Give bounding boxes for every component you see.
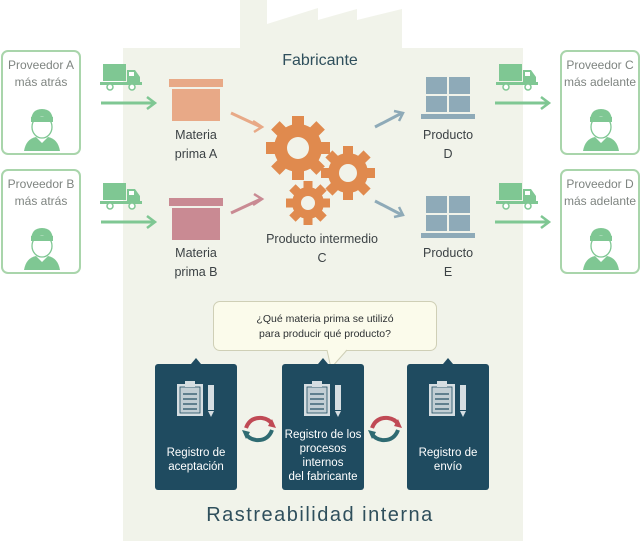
truck-arrow-b — [100, 183, 158, 229]
supplier-c-position: más adelante — [563, 75, 637, 89]
clipboard-pencil-icon — [177, 381, 214, 417]
truck-icon — [496, 183, 538, 210]
sync-cycle-icon — [242, 415, 276, 443]
arrow-icon — [374, 109, 405, 129]
supplier-b-position: más atrás — [14, 194, 68, 208]
supplier-d-name: Proveedor D — [566, 177, 634, 191]
supplier-a-name: Proveedor A — [7, 58, 75, 72]
question-bubble: ¿Qué materia prima se utilizó para produ… — [213, 301, 437, 351]
arrow-icon — [230, 111, 265, 134]
factory-title: Fabricante — [282, 52, 358, 69]
supplier-d-position: más adelante — [563, 194, 637, 208]
internal-traceability-title: Rastreabilidad interna — [206, 504, 434, 526]
truck-icon — [496, 64, 538, 91]
gear-small — [286, 181, 330, 225]
supplier-d-card: Proveedor D más adelante — [560, 169, 640, 274]
arrow-icon — [230, 192, 265, 215]
input-arrows — [230, 111, 265, 215]
material-a-box-icon — [169, 79, 223, 121]
worker-icon — [583, 228, 619, 270]
truck-arrow-c — [495, 64, 552, 110]
gear-medium — [321, 146, 375, 200]
truck-arrow-a — [100, 64, 158, 110]
supplier-c-card: Proveedor C más adelante — [560, 50, 640, 155]
truck-arrow-d — [495, 183, 552, 229]
clipboard-pencil-icon — [304, 381, 341, 417]
product-d-pallet-icon — [421, 77, 475, 119]
output-arrows — [374, 109, 405, 219]
arrow-icon — [374, 199, 405, 219]
sync-cycle-icon — [368, 415, 402, 443]
truck-icon — [100, 64, 142, 91]
product-e-pallet-icon — [421, 196, 475, 238]
supplier-b-name: Proveedor B — [7, 177, 75, 191]
gears-icon — [266, 116, 375, 225]
supplier-c-name: Proveedor C — [566, 58, 634, 72]
worker-icon — [24, 109, 60, 151]
arrow-right-icon — [101, 96, 158, 110]
arrow-right-icon — [495, 96, 552, 110]
arrow-right-icon — [101, 215, 158, 229]
clipboard-pencil-icon — [429, 381, 466, 417]
supplier-a-position: más atrás — [14, 75, 68, 89]
worker-icon — [583, 109, 619, 151]
supplier-a-card: Proveedor A más atrás — [1, 50, 81, 155]
gear-large — [266, 116, 330, 180]
worker-icon — [24, 228, 60, 270]
material-b-box-icon — [169, 198, 223, 240]
truck-icon — [100, 183, 142, 210]
arrow-right-icon — [495, 215, 552, 229]
supplier-b-card: Proveedor B más atrás — [1, 169, 81, 274]
